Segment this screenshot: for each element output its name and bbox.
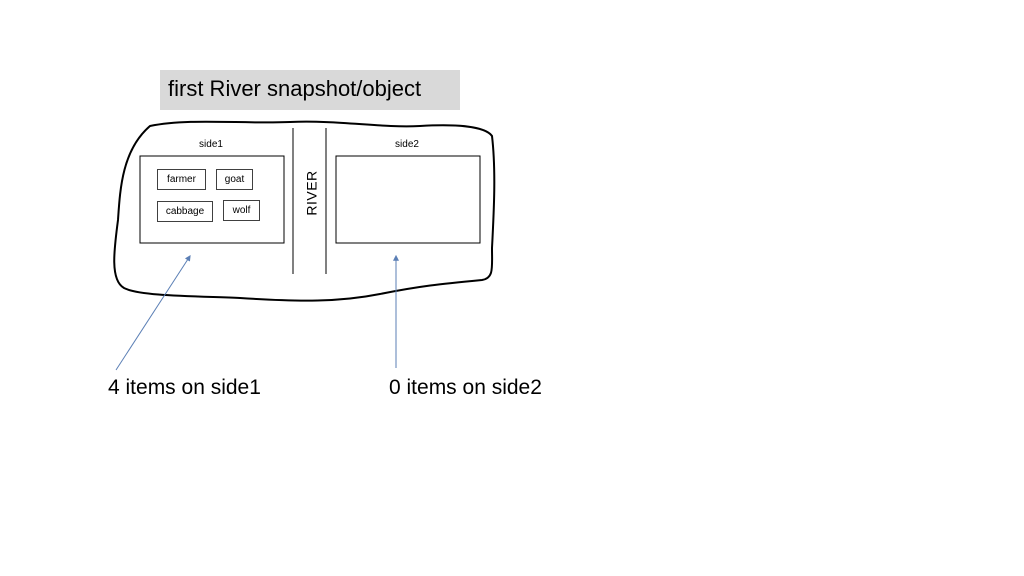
snapshot-outline xyxy=(113,120,496,302)
caption-side1: 4 items on side1 xyxy=(108,376,261,399)
item-goat: goat xyxy=(216,169,253,190)
caption-side2: 0 items on side2 xyxy=(389,376,542,399)
item-wolf: wolf xyxy=(223,200,260,221)
river-label-text: RIVER xyxy=(304,170,321,216)
item-farmer: farmer xyxy=(157,169,206,190)
arrow-side1 xyxy=(115,254,191,371)
side2-box xyxy=(335,155,481,244)
side2-label: side2 xyxy=(395,139,419,150)
river-label: RIVER xyxy=(297,170,327,215)
item-cabbage: cabbage xyxy=(157,201,213,222)
side1-label: side1 xyxy=(199,139,223,150)
snapshot-title: first River snapshot/object xyxy=(160,70,460,110)
